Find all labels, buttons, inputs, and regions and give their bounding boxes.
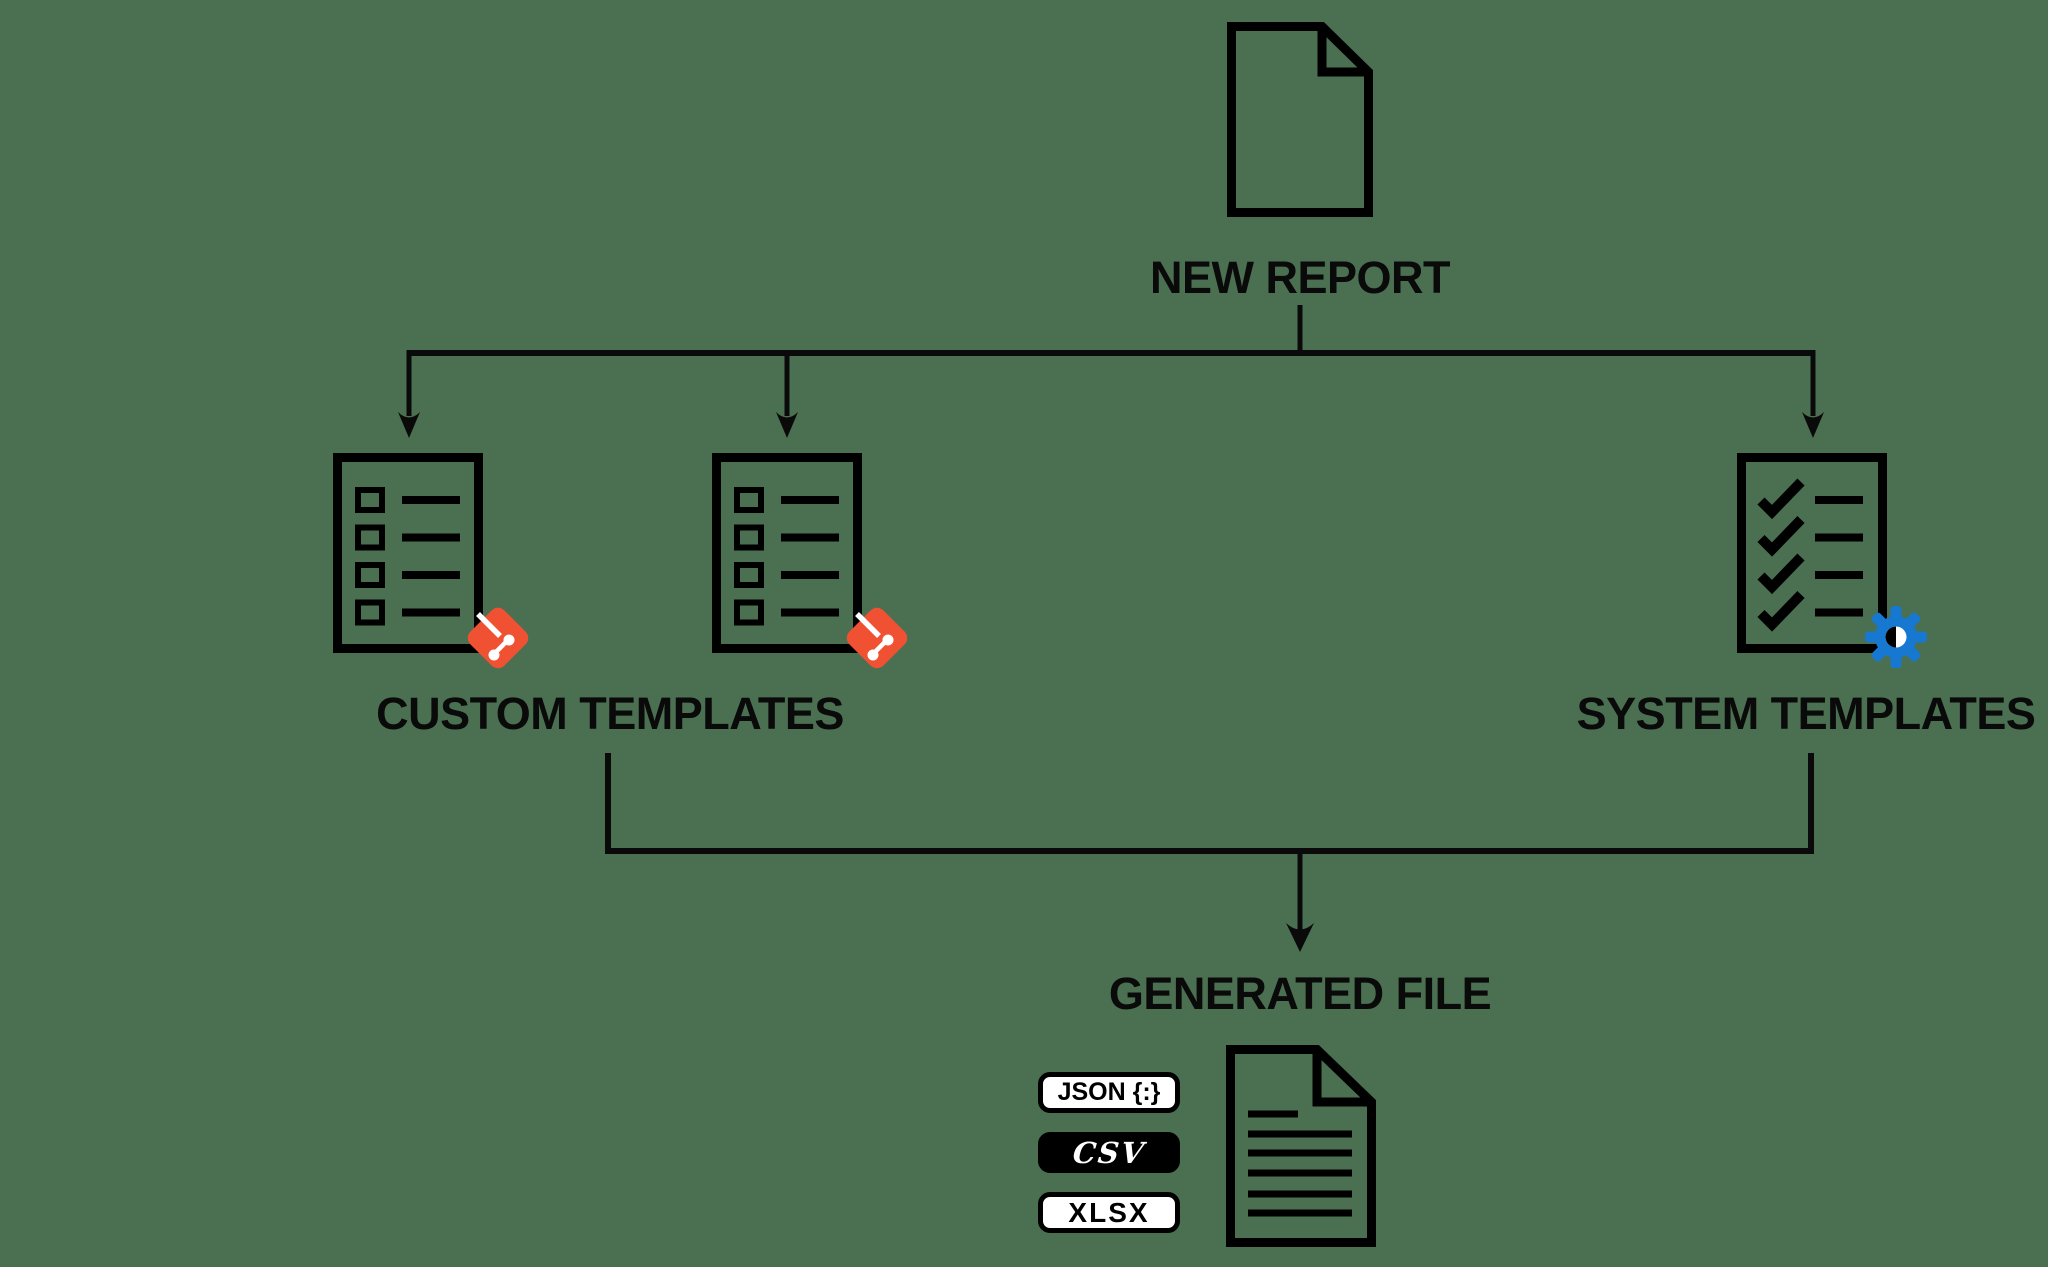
format-badge-csv: CSV [1038, 1132, 1180, 1173]
gear-icon [1865, 606, 1927, 668]
git-icon [846, 607, 908, 669]
custom-template-icon-1 [333, 453, 483, 653]
arrowhead-right-icon [1802, 412, 1824, 438]
format-badge-json: JSON {:} [1038, 1072, 1180, 1113]
format-badge-json-label: JSON {:} [1057, 1078, 1161, 1106]
generated-file-icon [1226, 1045, 1376, 1247]
custom-template-icon-2 [712, 453, 862, 653]
format-badge-xlsx-label: XLSX [1068, 1196, 1150, 1228]
format-badge-xlsx: XLSX [1038, 1192, 1180, 1233]
git-icon [467, 607, 529, 669]
system-template-icon [1737, 453, 1887, 653]
format-badge-csv-label: CSV [1070, 1135, 1148, 1170]
custom-templates-label: CUSTOM TEMPLATES [376, 688, 844, 739]
arrowhead-generated-icon [1286, 923, 1314, 952]
generated-file-label: GENERATED FILE [1108, 968, 1492, 1019]
new-report-document-icon [1227, 22, 1373, 217]
arrowhead-middle-icon [776, 412, 798, 438]
new-report-label: NEW REPORT [1149, 252, 1451, 303]
arrowhead-left-icon [398, 412, 420, 438]
system-templates-label: SYSTEM TEMPLATES [1576, 688, 2036, 739]
